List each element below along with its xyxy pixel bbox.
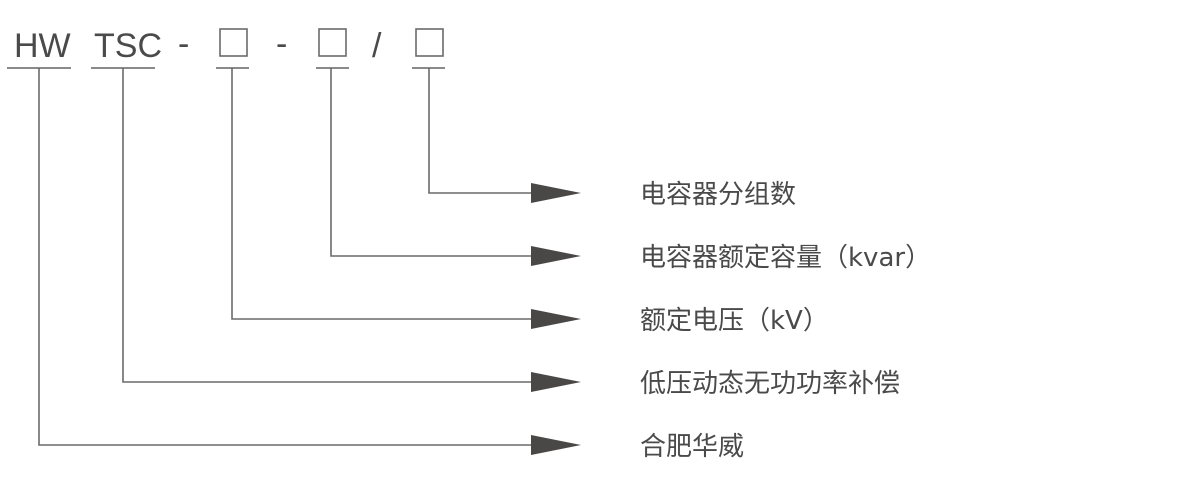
arrow-icon [531, 435, 581, 455]
placeholder-box-1 [219, 28, 248, 57]
separator-dash-2: - [276, 25, 287, 63]
separator-slash: / [372, 27, 382, 65]
label-capacitor-groups: 电容器分组数 [640, 180, 796, 210]
label-manufacturer: 合肥华威 [640, 432, 744, 462]
connector-hw [38, 68, 540, 446]
label-rated-voltage: 额定电压（kV） [640, 306, 829, 336]
code-hw: HW [14, 27, 71, 65]
connector-tsc [122, 68, 540, 383]
placeholder-box-3 [415, 28, 444, 57]
arrow-icon [531, 372, 581, 392]
placeholder-box-2 [318, 28, 347, 57]
connector-box-3 [428, 68, 540, 194]
connector-box-1 [231, 68, 540, 320]
arrow-icon [531, 183, 581, 203]
code-tsc: TSC [94, 27, 162, 65]
label-capacitor-rated-capacity: 电容器额定容量（kvar） [640, 243, 931, 273]
separator-dash-1: - [178, 25, 189, 63]
arrow-icon [531, 309, 581, 329]
label-product-type: 低压动态无功功率补偿 [640, 369, 900, 399]
arrow-icon [531, 246, 581, 266]
connector-box-2 [330, 68, 540, 257]
